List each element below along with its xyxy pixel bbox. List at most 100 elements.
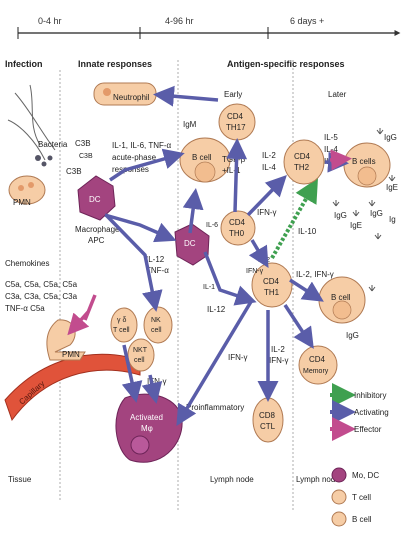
label-c5a-1: C5a, C5a, C5a, C5a	[5, 280, 78, 289]
label-chemokines: Chemokines	[5, 259, 49, 268]
label-ifn-top: IFN-γ	[257, 208, 277, 217]
label-nk-2: cell	[151, 327, 162, 334]
label-ig-1: Ig	[389, 215, 396, 224]
label-igg-3: IgG	[370, 209, 383, 218]
activated-macrophage: Activated Mφ	[116, 394, 182, 462]
nkt-cell: NKT cell	[128, 339, 154, 371]
legend-mo-dc: Mo, DC	[352, 471, 379, 480]
label-bcell-early: B cell	[192, 153, 212, 162]
label-igg-4: IgG	[346, 331, 359, 340]
label-gd-1: γ δ	[117, 317, 126, 324]
label-il-acute-2: acute-phase	[112, 153, 157, 162]
legend-activating: Activating	[354, 408, 389, 417]
label-lymph-node-1: Lymph node	[210, 475, 254, 484]
time-label-4-96hr: 4-96 hr	[165, 16, 194, 26]
label-ifn-lower: IFN-γ	[228, 353, 248, 362]
legend-inhibitory: Inhibitory	[354, 391, 386, 400]
label-il2-lower-1: IL-2	[271, 345, 285, 354]
bacteria-icon	[8, 85, 55, 167]
bcell-later-2: B cell	[319, 277, 365, 323]
label-ige-1: IgE	[386, 183, 398, 192]
label-macrophage-2: APC	[88, 236, 105, 245]
gd-tcell: γ δ T cell	[111, 308, 137, 342]
label-il2-il4-1: IL-2	[262, 151, 276, 160]
legend-bcell: B cell	[352, 515, 372, 524]
label-igm: IgM	[183, 120, 197, 129]
label-nkt-2: cell	[134, 357, 145, 364]
label-c3b-1: C3B	[75, 139, 91, 148]
cd4-memory-cell: CD4 Memory	[299, 346, 337, 384]
header-antigen: Antigen-specific responses	[227, 59, 345, 69]
label-il5-2: IL-4	[324, 145, 338, 154]
th2-cell: CD4 TH2	[284, 140, 324, 184]
label-th0-2: TH0	[229, 229, 245, 238]
label-pmn: PMN	[13, 198, 31, 207]
label-th0-1: CD4	[229, 218, 246, 227]
timeline: 0-4 hr 4-96 hr 6 days +	[18, 16, 398, 39]
label-bcell2: B cell	[331, 293, 351, 302]
th0-cell: CD4 TH0	[221, 211, 255, 245]
label-cd8-2: CTL	[260, 422, 276, 431]
label-nkt-1: NKT	[133, 347, 148, 354]
label-il5-1: IL-5	[324, 133, 338, 142]
label-activated-2: Mφ	[141, 424, 153, 433]
label-il12-tnf-1: IL-12	[146, 255, 165, 264]
label-memory-1: CD4	[309, 355, 326, 364]
dc-macrophage-cell: DC	[78, 176, 115, 220]
pmn-capillary: PMN	[47, 320, 85, 360]
label-neutrophil: Neutrophil	[113, 93, 150, 102]
pmn-cell: PMN	[9, 176, 45, 207]
label-il-acute-1: IL-1, IL-6, TNF-α	[112, 141, 172, 150]
header-innate: Innate responses	[78, 59, 152, 69]
label-macrophage-1: Macrophage	[75, 225, 120, 234]
legend-effector: Effector	[354, 425, 382, 434]
label-bacteria: Bacteria	[38, 140, 68, 149]
nk-cell: NK cell	[144, 307, 172, 343]
label-memory-2: Memory	[303, 368, 329, 375]
inhibitory-arrow	[272, 185, 314, 258]
label-c5a-3: TNF-α C5a	[5, 304, 45, 313]
label-il12-a: IL-12	[207, 305, 226, 314]
label-th17-1: CD4	[227, 112, 244, 121]
legend-tcell: T cell	[352, 493, 371, 502]
label-igg-1: IgG	[384, 133, 397, 142]
header-later: Later	[328, 90, 347, 99]
label-ifn-left: IFN-γ	[246, 268, 264, 275]
label-il2-ifn: IL-2, IFN-γ	[296, 270, 334, 279]
label-il2-il4-2: IL-4	[262, 163, 276, 172]
bcells-later: B cells	[344, 143, 390, 187]
label-pmn-capillary: PMN	[62, 350, 80, 359]
cd8-ctl-cell: CD8 CTL	[253, 398, 283, 442]
label-c3b-3: C3B	[66, 167, 82, 176]
th17-cell: CD4 TH17	[219, 104, 255, 140]
label-th2-2: TH2	[294, 163, 310, 172]
label-tgf-2: +IL-1	[222, 166, 241, 175]
label-th1-1: CD4	[263, 277, 280, 286]
label-il6: IL-6	[206, 222, 218, 229]
label-gd-2: T cell	[113, 327, 130, 334]
label-bcells: B cells	[352, 157, 376, 166]
label-il10: IL-10	[298, 227, 317, 236]
label-igg-2: IgG	[334, 211, 347, 220]
label-th1-2: TH1	[264, 288, 280, 297]
time-label-6days: 6 days +	[290, 16, 324, 26]
time-label-0-4hr: 0-4 hr	[38, 16, 62, 26]
label-dc-lymph: DC	[184, 239, 196, 248]
label-c5a-2: C3a, C3a, C5a, C3a	[5, 292, 78, 301]
label-dc-innate: DC	[89, 195, 101, 204]
neutrophil-cell: Neutrophil	[94, 83, 156, 105]
label-activated-1: Activated	[130, 413, 163, 422]
label-cd8-1: CD8	[259, 411, 276, 420]
label-th17-2: TH17	[226, 123, 246, 132]
label-th2-1: CD4	[294, 152, 311, 161]
header-early: Early	[224, 90, 242, 99]
header-infection: Infection	[5, 59, 43, 69]
label-ige-2: IgE	[350, 221, 362, 230]
label-il1: IL-1	[203, 284, 215, 291]
label-c3b-2: C3B	[79, 153, 93, 160]
label-nk-1: NK	[151, 317, 161, 324]
label-tissue: Tissue	[8, 475, 32, 484]
label-tgf-1: TGF-β	[222, 155, 246, 164]
